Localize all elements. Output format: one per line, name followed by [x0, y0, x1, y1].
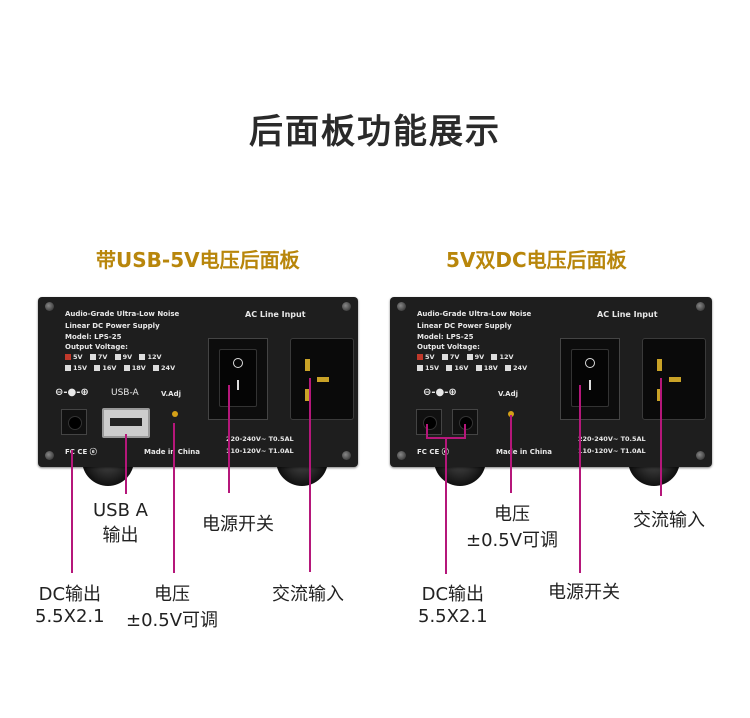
off-icon — [233, 358, 243, 368]
right-rear-panel: Audio-Grade Ultra-Low Noise Linear DC Po… — [390, 297, 712, 467]
rating-line-1: 220-240V~ T0.5AL — [578, 435, 646, 443]
panel-model: Model: LPS-25 — [65, 333, 122, 341]
label-ac-input-left: 交流输入 — [272, 584, 344, 605]
iec-pin — [657, 389, 662, 401]
usb-a-label: USB-A — [111, 388, 139, 398]
screw — [397, 451, 406, 460]
voltage-row-1: 5V 7V 9V 12V — [65, 353, 167, 361]
checkbox-icon — [446, 365, 453, 371]
checkbox-icon — [475, 365, 482, 371]
panel-output-voltage: Output Voltage: — [65, 343, 128, 351]
power-switch-housing — [560, 338, 620, 420]
power-switch-housing — [208, 338, 268, 420]
left-rear-panel: Audio-Grade Ultra-Low Noise Linear DC Po… — [38, 297, 358, 467]
checkbox-icon — [65, 354, 71, 360]
ac-iec-inlet[interactable] — [290, 338, 354, 420]
checkbox-icon — [466, 354, 473, 360]
leader-line — [579, 385, 581, 573]
made-in-label: Made in China — [144, 448, 200, 456]
checkbox-icon — [491, 354, 498, 360]
iec-pin — [305, 389, 310, 401]
power-switch[interactable] — [219, 349, 257, 407]
panel-line1: Audio-Grade Ultra-Low Noise — [65, 310, 180, 318]
off-icon — [585, 358, 595, 368]
power-switch[interactable] — [571, 349, 609, 407]
leader-line — [71, 450, 73, 573]
iec-pin — [657, 359, 662, 371]
checkbox-icon — [505, 365, 512, 371]
dc-polarity-icon: ⊖-●-⊕ — [423, 387, 457, 398]
left-subtitle: 带USB-5V电压后面板 — [96, 248, 300, 272]
screw — [45, 302, 54, 311]
right-subtitle: 5V双DC电压后面板 — [446, 248, 627, 272]
rating-line-2: 110-120V~ T1.0AL — [226, 447, 294, 455]
dc-output-jack[interactable] — [61, 409, 87, 435]
screw — [342, 302, 351, 311]
vadj-trimmer[interactable] — [508, 411, 514, 417]
dc-output-jack-1[interactable] — [416, 409, 442, 435]
screw — [397, 302, 406, 311]
cert-icons: FC CE ⓔ — [417, 448, 449, 456]
leader-line — [464, 424, 466, 438]
checkbox-icon — [65, 365, 71, 371]
checkbox-icon — [417, 354, 423, 360]
label-dc-output-left: DC输出 5.5X2.1 — [35, 584, 105, 627]
iec-pin — [317, 377, 329, 382]
ac-line-input-label: AC Line Input — [245, 310, 306, 319]
checkbox-icon — [89, 354, 96, 360]
usb-slot — [110, 418, 142, 426]
checkbox-icon — [417, 365, 423, 371]
checkbox-icon — [114, 354, 121, 360]
panel-line2: Linear DC Power Supply — [417, 322, 512, 330]
leader-line — [426, 424, 428, 438]
ac-iec-inlet[interactable] — [642, 338, 706, 420]
on-icon — [589, 380, 591, 390]
made-in-label: Made in China — [496, 448, 552, 456]
vadj-trimmer[interactable] — [172, 411, 178, 417]
dc-polarity-icon: ⊖-●-⊕ — [55, 387, 89, 398]
rating-line-2: 110-120V~ T1.0AL — [578, 447, 646, 455]
label-dc-output-right: DC输出 5.5X2.1 — [418, 584, 488, 627]
checkbox-icon — [123, 365, 130, 371]
page-title: 后面板功能展示 — [249, 112, 501, 152]
voltage-row-2: 15V 16V 18V 24V — [417, 364, 532, 372]
voltage-row-2: 15V 16V 18V 24V — [65, 364, 180, 372]
leader-line — [173, 423, 175, 573]
panel-model: Model: LPS-25 — [417, 333, 474, 341]
screw — [696, 302, 705, 311]
leader-line — [228, 385, 230, 493]
leader-line — [660, 378, 662, 496]
panel-output-voltage: Output Voltage: — [417, 343, 480, 351]
voltage-row-1: 5V 7V 9V 12V — [417, 353, 519, 361]
vadj-label: V.Adj — [161, 390, 182, 398]
checkbox-icon — [441, 354, 448, 360]
label-power-switch-left: 电源开关 — [202, 514, 274, 535]
leader-line — [309, 378, 311, 572]
leader-line — [445, 438, 447, 574]
leader-line — [510, 415, 512, 493]
label-usb-output: USB A 输出 — [93, 500, 148, 546]
checkbox-icon — [94, 365, 101, 371]
cert-icons: FC CE ⓔ — [65, 448, 97, 456]
label-voltage-left: 电压 ±0.5V可调 — [126, 584, 219, 631]
label-voltage-right: 电压 ±0.5V可调 — [466, 504, 559, 551]
ac-line-input-label: AC Line Input — [597, 310, 658, 319]
panel-line1: Audio-Grade Ultra-Low Noise — [417, 310, 532, 318]
checkbox-icon — [153, 365, 160, 371]
screw — [696, 451, 705, 460]
iec-pin — [669, 377, 681, 382]
screw — [45, 451, 54, 460]
label-power-switch-right: 电源开关 — [548, 582, 620, 603]
label-ac-input-right: 交流输入 — [633, 510, 705, 531]
panel-line2: Linear DC Power Supply — [65, 322, 160, 330]
rating-line-1: 220-240V~ T0.5AL — [226, 435, 294, 443]
vadj-label: V.Adj — [498, 390, 519, 398]
checkbox-icon — [139, 354, 146, 360]
on-icon — [237, 380, 239, 390]
screw — [342, 451, 351, 460]
iec-pin — [305, 359, 310, 371]
leader-line — [125, 434, 127, 494]
